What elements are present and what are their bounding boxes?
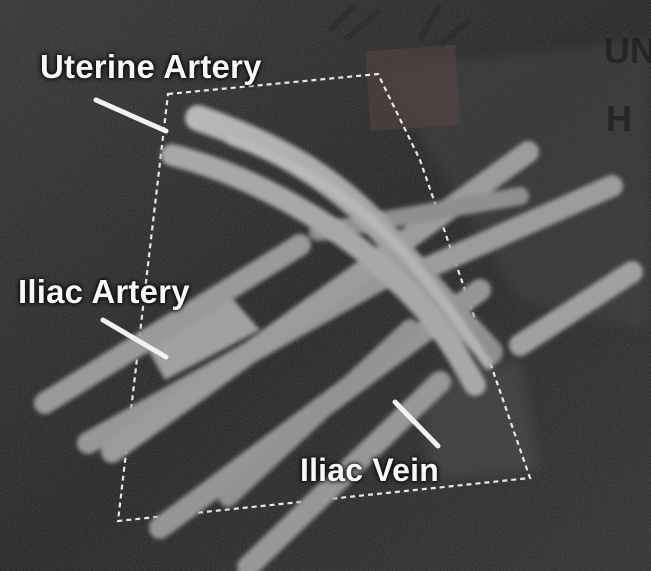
watermark-text: UN	[604, 30, 651, 72]
iliac-vein-label: Iliac Vein	[300, 452, 439, 489]
iliac-artery-label: Iliac Artery	[18, 273, 190, 311]
uterine-artery-label: Uterine Artery	[40, 48, 262, 86]
watermark-text: H	[606, 98, 632, 140]
